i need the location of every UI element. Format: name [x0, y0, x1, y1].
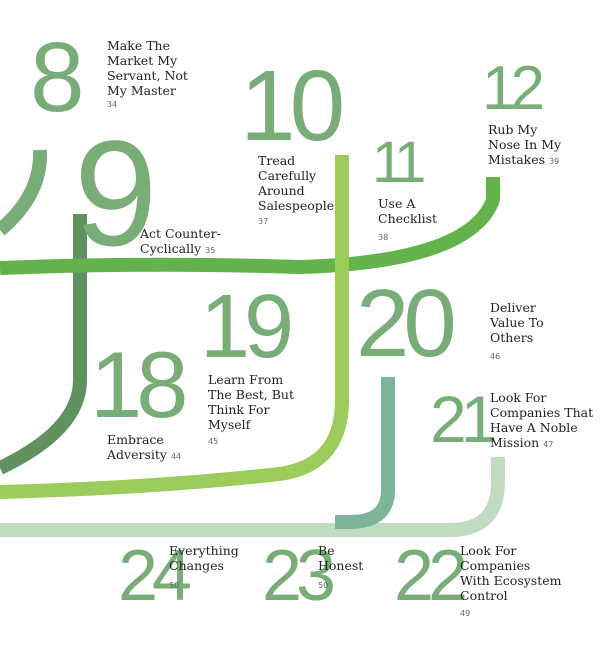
title-18-text: Embrace Adversity: [107, 432, 167, 462]
title-11: Use A Checklist: [378, 196, 438, 226]
pale-line: [0, 457, 505, 537]
numeral-11: 11: [372, 130, 426, 195]
page-21: 47: [543, 440, 554, 449]
title-21: Look For Companies That Have A Noble Mis…: [490, 390, 593, 452]
lime-line: [0, 155, 349, 499]
title-8: Make The Market My Servant, Not My Maste…: [107, 38, 188, 98]
page-9: 35: [205, 246, 216, 255]
numeral-10: 10: [240, 50, 345, 162]
numeral-8: 8: [30, 22, 84, 132]
page-20: 46: [490, 352, 501, 361]
numeral-24: 24: [118, 536, 192, 616]
numeral-18: 18: [90, 332, 189, 437]
numeral-22: 22: [394, 536, 468, 616]
page-24: 50: [169, 581, 180, 590]
page-19: 45: [208, 437, 219, 446]
page-11: 38: [378, 233, 389, 242]
numeral-23: 23: [262, 536, 336, 616]
title-24: Everything Changes: [169, 543, 239, 573]
numeral-12: 12: [482, 54, 545, 123]
title-10: Tread Carefully Around Salespeople: [258, 153, 335, 213]
page-10: 37: [258, 217, 269, 226]
page-23: 50: [318, 581, 329, 590]
title-21-text: Look For Companies That Have A Noble Mis…: [490, 390, 594, 450]
numeral-19: 19: [200, 277, 294, 377]
title-9-text: Act Counter- Cyclically: [140, 226, 221, 256]
title-12-text: Rub My Nose In My Mistakes: [488, 122, 562, 167]
numeral-9: 9: [74, 109, 157, 277]
title-22: Look For Companies With Ecosystem Contro…: [460, 543, 562, 603]
page-18: 44: [170, 452, 182, 461]
bright-line: [0, 177, 500, 275]
numeral-21: 21: [430, 382, 497, 456]
teal-line: [335, 377, 395, 529]
title-19: Learn From The Best, But Think For Mysel…: [208, 372, 294, 432]
page-12: 39: [549, 157, 560, 166]
numeral-20: 20: [356, 270, 457, 377]
title-23: Be Honest: [318, 543, 364, 573]
title-20: Deliver Value To Others: [490, 300, 544, 345]
dark-line: [0, 214, 87, 475]
page-22: 49: [460, 609, 471, 618]
page-8: 34: [107, 100, 118, 109]
edge-line: [0, 149, 48, 236]
